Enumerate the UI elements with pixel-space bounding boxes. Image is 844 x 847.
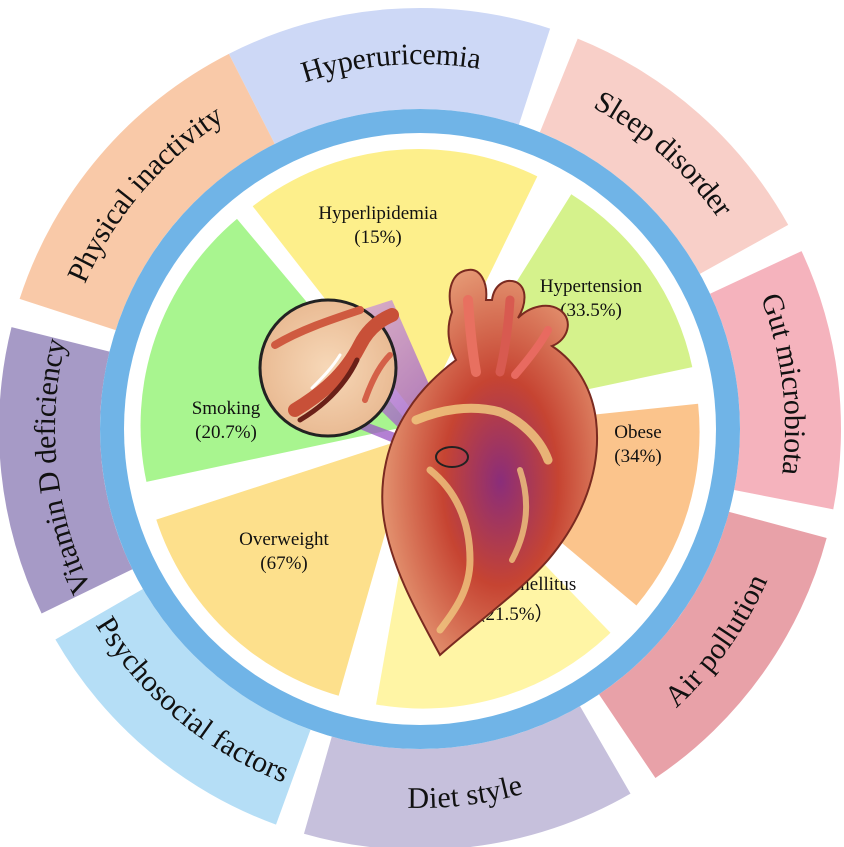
- inner-value-overweight: (67%): [260, 553, 307, 574]
- inner-value-obese: (34%): [614, 446, 661, 467]
- inner-label-overweight: Overweight: [239, 529, 329, 550]
- inner-label-obese: Obese: [614, 422, 661, 443]
- inner-label-hyperlipidemia: Hyperlipidemia: [318, 203, 438, 224]
- inner-value-smoking: (20.7%): [195, 422, 257, 443]
- inner-label-hypertension: Hypertension: [540, 276, 643, 297]
- artery-magnifier-icon: [260, 300, 396, 436]
- inner-value-hyperlipidemia: (15%): [354, 227, 401, 248]
- inner-label-smoking: Smoking: [192, 398, 261, 419]
- inner-value-hypertension: (33.5%): [560, 300, 622, 321]
